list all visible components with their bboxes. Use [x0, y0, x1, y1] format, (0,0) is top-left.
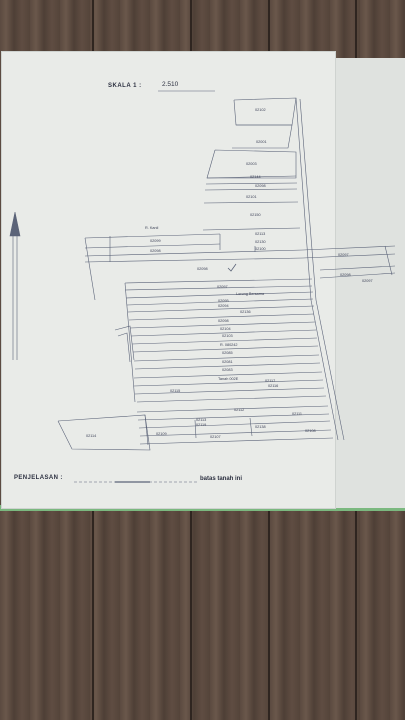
road-label: Tanah 002E — [218, 377, 239, 381]
green-cover-edge — [0, 505, 405, 511]
parcel-label: 02113 — [196, 418, 206, 422]
road-label: R. 080242 — [220, 343, 238, 347]
parcel-label: 02085 — [222, 351, 233, 355]
parcel-label: 02108 — [305, 429, 316, 433]
parcel-label: 02098 — [197, 267, 208, 271]
road-label: Lorong Bersama — [236, 292, 265, 296]
parcel-label: 02097 — [338, 253, 349, 257]
parcel-label: 02098 — [255, 184, 266, 188]
parcel-label: 02136 — [240, 310, 251, 314]
parcel-label: 02117 — [265, 379, 275, 383]
legend-label: PENJELASAN : — [14, 475, 63, 481]
scale-label: SKALA 1 : — [108, 83, 142, 89]
parcel-label: 02094 — [218, 304, 229, 308]
parcel-label: 02101 — [246, 195, 257, 199]
parcel-label: 02098 — [150, 249, 161, 253]
parcel-label: 02115 — [170, 389, 180, 393]
parcel-label: 02098 — [340, 273, 351, 277]
parcel-label: 02102 — [255, 108, 266, 112]
parcel-label: 02095 — [218, 299, 229, 303]
legend-text: batas tanah ini — [200, 476, 243, 482]
parcel-label: 02103 — [222, 334, 233, 338]
parcel-label: 02001 — [256, 140, 267, 144]
parcel-label: 02130 — [255, 240, 266, 244]
parcel-label: 02104 — [220, 327, 231, 331]
parcel-label: 02109 — [156, 432, 167, 436]
parcel-label: 02097 — [217, 285, 228, 289]
road-label: R. Kanil — [145, 226, 158, 230]
parcel-label: 02112 — [234, 408, 244, 412]
parcel-label: 02150 — [250, 213, 261, 217]
parcel-label: 02083 — [222, 368, 233, 372]
parcel-label: 02119 — [196, 423, 206, 427]
parcel-label: 02144 — [250, 175, 261, 179]
parcel-label: 02114 — [86, 434, 96, 438]
parcel-label: 02113 — [255, 232, 265, 236]
parcel-label: 02098 — [218, 319, 229, 323]
parcel-label: 02100 — [255, 247, 266, 251]
parcel-label: 02111 — [292, 412, 302, 416]
parcel-label: 02116 — [268, 384, 278, 388]
parcel-label: 02138 — [255, 425, 266, 429]
parcel-label: 02097 — [362, 279, 373, 283]
scale-value: 2.510 — [162, 81, 179, 88]
map-sheet — [2, 52, 335, 508]
parcel-label: 02107 — [210, 435, 221, 439]
parcel-label: 02003 — [246, 162, 257, 166]
parcel-label: 02099 — [150, 239, 161, 243]
parcel-label: 02081 — [222, 360, 233, 364]
